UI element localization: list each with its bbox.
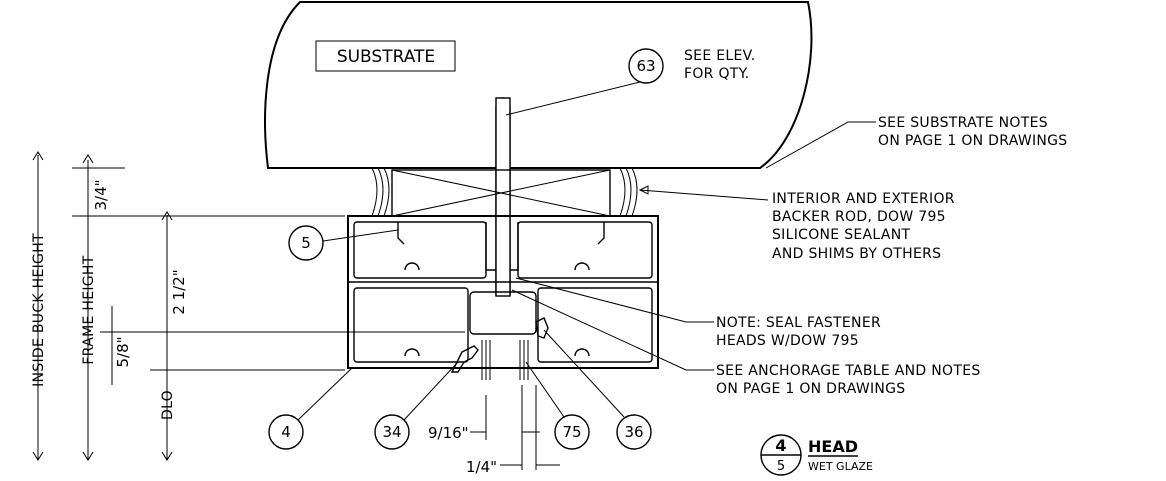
- dim-inside-buck-height: INSIDE BUCK HEIGHT: [31, 233, 47, 387]
- dim-nine-sixteenth: 9/16": [428, 424, 469, 442]
- svg-text:SEE ANCHORAGE TABLE AND NOTES: SEE ANCHORAGE TABLE AND NOTES: [716, 363, 981, 379]
- dim-five-eighth: 5/8": [114, 336, 132, 367]
- svg-text:AND SHIMS BY OTHERS: AND SHIMS BY OTHERS: [772, 246, 941, 262]
- bubble-34: 34: [374, 361, 459, 450]
- head-frame-extrusion: [347, 215, 659, 380]
- svg-text:34: 34: [382, 423, 401, 441]
- detail-subtitle: WET GLAZE: [808, 460, 873, 473]
- shim-backer-rod: [371, 167, 638, 217]
- svg-text:63: 63: [636, 57, 655, 75]
- svg-text:SEE ELEV.: SEE ELEV.: [684, 48, 755, 64]
- substrate-label-box: [315, 40, 456, 72]
- vertical-dimensions: [32, 151, 465, 461]
- anchor-fastener: [464, 60, 764, 297]
- svg-text:SILICONE SEALANT: SILICONE SEALANT: [772, 227, 910, 243]
- substrate-section: SUBSTRATE: [264, 1, 813, 169]
- dim-three-quarter: 3/4": [92, 179, 110, 210]
- callout-sealant-note: INTERIOR AND EXTERIOR BACKER ROD, DOW 79…: [638, 185, 955, 262]
- bubble-5: 5: [288, 225, 399, 261]
- horizontal-dimensions: [470, 385, 560, 470]
- svg-text:ON PAGE 1 ON DRAWINGS: ON PAGE 1 ON DRAWINGS: [878, 133, 1068, 149]
- detail-number: 4: [775, 436, 786, 455]
- svg-text:5: 5: [301, 234, 311, 252]
- callout-qty-note: SEE ELEV. FOR QTY.: [684, 48, 755, 82]
- svg-text:INTERIOR AND EXTERIOR: INTERIOR AND EXTERIOR: [772, 191, 955, 207]
- dim-two-half: 2 1/2": [170, 269, 188, 314]
- svg-text:75: 75: [562, 423, 581, 441]
- svg-text:HEADS W/DOW 795: HEADS W/DOW 795: [716, 333, 859, 349]
- dim-dlo: DLO: [160, 390, 176, 420]
- sheet-number: 5: [777, 459, 785, 474]
- svg-text:4: 4: [281, 423, 291, 441]
- bubble-63: 63: [505, 48, 664, 116]
- svg-text:36: 36: [624, 423, 643, 441]
- svg-text:SEE SUBSTRATE NOTES: SEE SUBSTRATE NOTES: [878, 115, 1048, 131]
- bubble-75: 75: [525, 361, 590, 450]
- callout-fastener-note: NOTE: SEAL FASTENER HEADS W/DOW 795: [515, 277, 881, 349]
- svg-text:NOTE: SEAL FASTENER: NOTE: SEAL FASTENER: [716, 315, 881, 331]
- bubble-36: 36: [543, 329, 652, 450]
- bubble-4: 4: [268, 367, 353, 450]
- detail-title: HEAD: [808, 437, 858, 456]
- dim-one-quarter: 1/4": [466, 458, 497, 476]
- detail-title-block: 4 5 HEAD WET GLAZE: [760, 434, 873, 476]
- svg-text:ON PAGE 1 ON DRAWINGS: ON PAGE 1 ON DRAWINGS: [716, 381, 906, 397]
- callout-anchorage-note: SEE ANCHORAGE TABLE AND NOTES ON PAGE 1 …: [511, 289, 981, 397]
- svg-text:BACKER ROD, DOW 795: BACKER ROD, DOW 795: [772, 209, 946, 225]
- svg-text:FOR QTY.: FOR QTY.: [684, 66, 749, 82]
- substrate-label: SUBSTRATE: [337, 47, 435, 67]
- callout-substrate-note: SEE SUBSTRATE NOTES ON PAGE 1 ON DRAWING…: [765, 115, 1068, 169]
- dim-frame-height: FRAME HEIGHT: [81, 255, 97, 364]
